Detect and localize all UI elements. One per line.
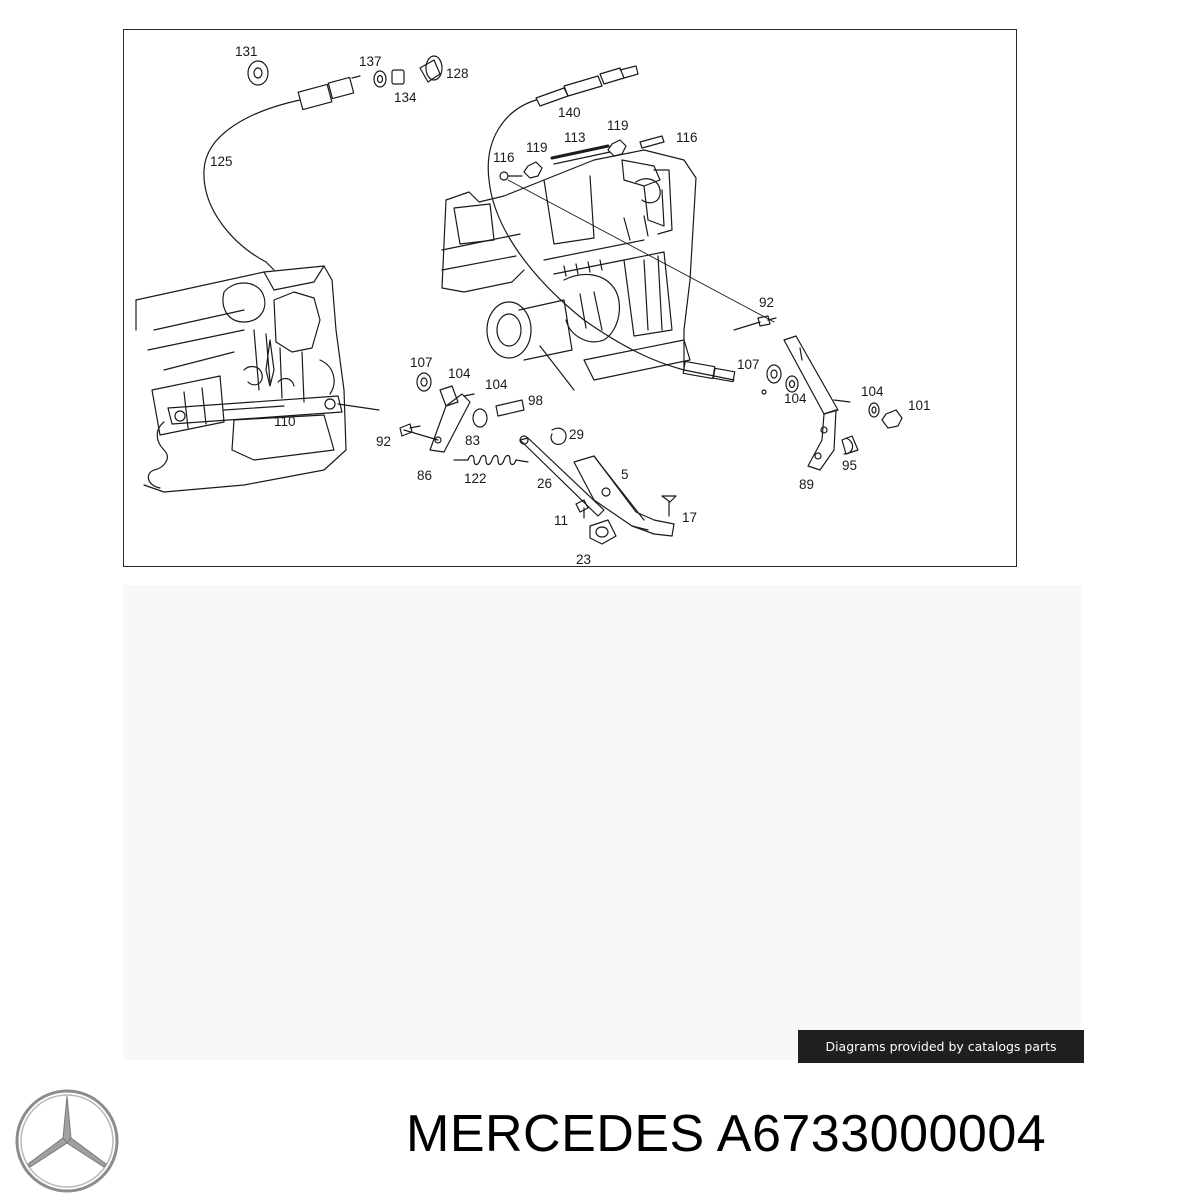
pedal-rod-26 [519,435,605,517]
callout-89: 89 [799,477,814,492]
callout-116-left: 116 [493,150,515,165]
washers-left [416,372,475,397]
callout-122: 122 [464,471,487,486]
callout-125: 125 [210,154,233,169]
part-23 [589,519,617,545]
callout-83: 83 [465,433,480,448]
callout-101: 101 [908,398,931,413]
parts-diagram: 131 137 128 134 125 140 119 113 119 116 … [123,29,1017,567]
callout-110: 110 [274,414,296,429]
callout-104-left-1: 104 [448,366,471,381]
bolt-92-right [733,315,777,331]
callout-107-left: 107 [410,355,433,370]
bolt-113-and-nuts [499,135,775,323]
cable-140 [487,99,767,395]
callout-107-right: 107 [737,357,760,372]
link-rod-110 [167,395,380,425]
callout-26: 26 [537,476,552,491]
callout-104-right-1: 104 [784,391,807,406]
bracket-86 [403,385,471,453]
parts-far-right [841,402,903,455]
callout-92-right: 92 [759,295,774,310]
callout-86: 86 [417,468,432,483]
screw-17 [661,495,677,517]
callout-11: 11 [554,513,568,528]
cable-end-connector-140 [535,65,639,107]
bracket-89 [783,335,851,471]
cable-end-connector [247,60,361,111]
callout-labels: 131 137 128 134 125 140 119 113 119 116 … [210,44,931,567]
bushing-bolt-clip [472,399,567,446]
callout-92-left: 92 [376,434,391,449]
callout-128: 128 [446,66,469,81]
callout-119-right: 119 [607,118,629,133]
callout-137: 137 [359,54,382,69]
callout-23: 23 [576,552,591,567]
diagram-background-panel [123,585,1081,1060]
callout-5: 5 [621,467,629,482]
right-engine-block [441,149,697,391]
callout-116-right: 116 [676,130,698,145]
diagram-credit-badge: Diagrams provided by catalogs parts [798,1030,1084,1063]
spring-122 [453,454,529,466]
washers-right [766,364,799,393]
left-engine-block [135,265,347,493]
callout-104-left-2: 104 [485,377,508,392]
cable-125 [203,99,301,271]
callout-131: 131 [235,44,258,59]
callout-140: 140 [558,105,581,120]
part-title: MERCEDES A6733000004 [406,1105,1047,1163]
callout-98: 98 [528,393,543,408]
cable-end-small-parts [373,55,443,88]
bracket-top-right [621,159,665,227]
callout-113: 113 [564,130,586,145]
callout-95: 95 [842,458,857,473]
pedal-5 [573,455,675,537]
callout-134: 134 [394,90,417,105]
bolt-92-left [399,423,421,437]
parts-diagram-drawing: 131 137 128 134 125 140 119 113 119 116 … [135,44,931,567]
callout-104-right-2: 104 [861,384,884,399]
mercedes-star-icon [15,1089,119,1193]
callout-29: 29 [569,427,584,442]
callout-17: 17 [682,510,697,525]
callout-119-left: 119 [526,140,548,155]
part-11 [575,499,589,519]
